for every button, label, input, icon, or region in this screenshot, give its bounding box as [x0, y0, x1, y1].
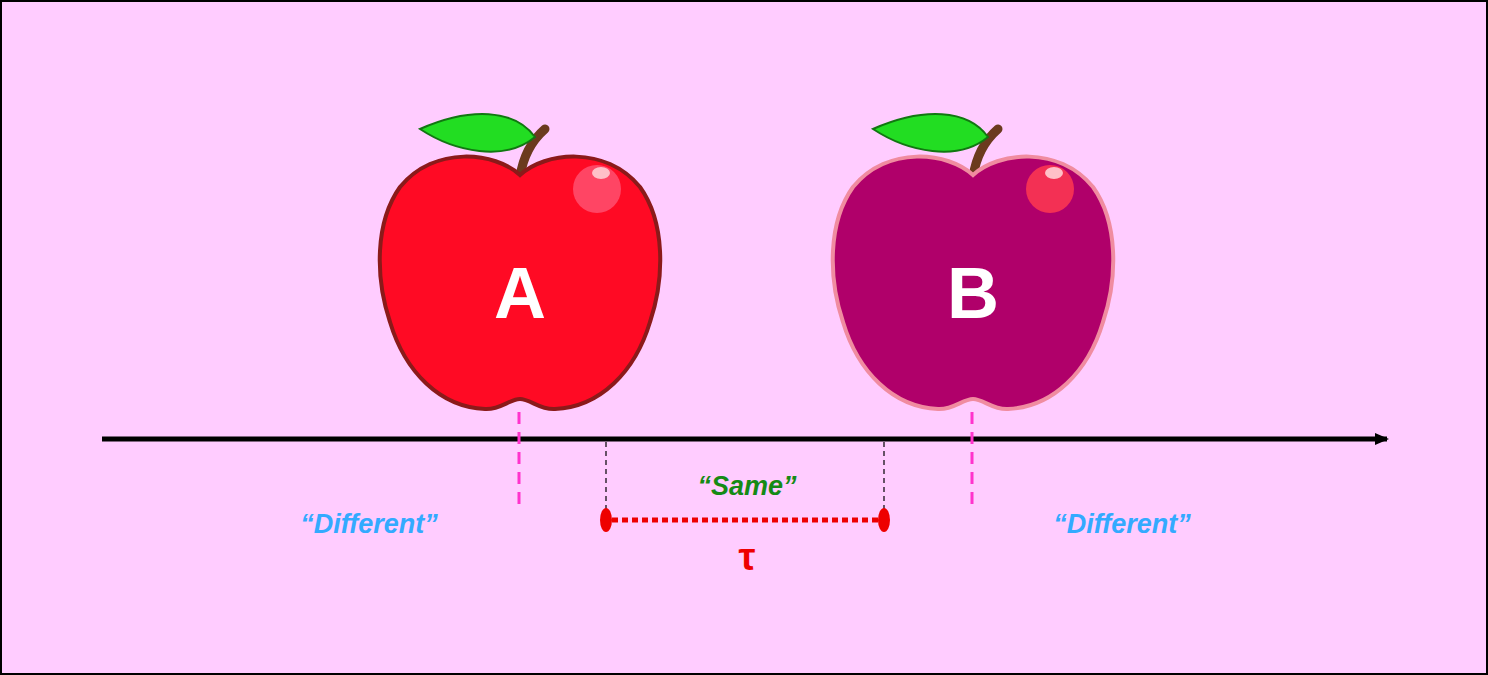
apple-b-marker: [971, 412, 974, 510]
apple: A: [375, 107, 665, 417]
apple: B: [828, 107, 1118, 417]
apple-shine: [573, 165, 621, 213]
apple-leaf: [420, 114, 535, 152]
apple-shine: [1026, 165, 1074, 213]
apple-letter: A: [375, 257, 665, 329]
tau-interval: [612, 518, 878, 523]
time-axis: [102, 437, 1387, 442]
apple-highlight: [1045, 167, 1063, 179]
apple-a-marker: [518, 412, 521, 510]
apple-highlight: [592, 167, 610, 179]
region-label: “Different”: [1053, 510, 1191, 540]
apple-leaf: [873, 114, 988, 152]
interval-symbol: τ: [739, 537, 756, 579]
interval-dot: [600, 508, 612, 532]
interval-dot: [878, 508, 890, 532]
apple-letter: B: [828, 257, 1118, 329]
region-label: “Different”: [300, 510, 438, 540]
region-label: “Same”: [697, 472, 796, 502]
